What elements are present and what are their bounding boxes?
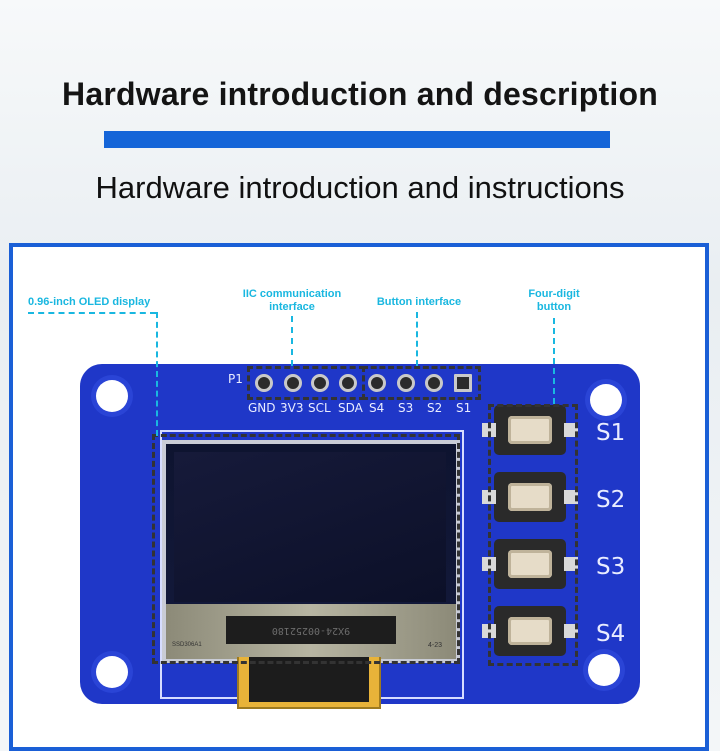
callout-iic-line2: interface — [269, 301, 315, 313]
oled-right-mark: 4-23 — [428, 642, 443, 649]
button-label-s4: S4 — [596, 621, 626, 647]
button-leg — [564, 490, 578, 504]
pin-scl — [311, 374, 329, 392]
header-label: P1 — [228, 372, 243, 386]
button-leg — [564, 624, 578, 638]
pin-label-gnd: GND — [248, 401, 276, 415]
oled-display: 9X24-00252180 SSD306A1 4-23 — [162, 440, 460, 663]
callout-iic-leader — [291, 316, 293, 366]
pin-label-s4: S4 — [369, 401, 385, 415]
callout-iic: IIC communication interface — [228, 288, 356, 314]
button-cap — [508, 416, 552, 444]
tactile-button-s4[interactable] — [482, 606, 578, 656]
button-label-s2: S2 — [596, 487, 626, 513]
pin-label-3v3: 3V3 — [280, 401, 304, 415]
button-leg — [564, 423, 578, 437]
oled-screen — [174, 452, 446, 602]
button-cap — [508, 550, 552, 578]
oled-ribbon-cable — [237, 657, 381, 709]
button-cap — [508, 483, 552, 511]
pin-s1 — [454, 374, 472, 392]
title-underline-bar — [104, 131, 610, 148]
callout-button-interface: Button interface — [376, 296, 462, 308]
pin-label-s1: S1 — [456, 401, 472, 415]
mount-hole-top-left — [96, 380, 128, 412]
page-subtitle: Hardware introduction and instructions — [95, 170, 625, 205]
button-pins-highlight — [362, 366, 481, 400]
mount-hole-bottom-left — [96, 656, 128, 688]
oled-left-mark: SSD306A1 — [172, 642, 202, 648]
pin-label-s2: S2 — [427, 401, 443, 415]
pin-sda — [339, 374, 357, 392]
button-leg — [564, 557, 578, 571]
pin-gnd — [255, 374, 273, 392]
callout-oled-leader — [156, 312, 158, 436]
callout-four-digit-leader — [553, 318, 555, 404]
iic-pins-highlight — [247, 366, 365, 400]
button-label-s3: S3 — [596, 554, 626, 580]
button-label-s1: S1 — [596, 420, 626, 446]
callout-four-digit-line2: button — [536, 301, 572, 313]
pin-s3 — [397, 374, 415, 392]
buttons-highlight — [488, 404, 578, 666]
mount-hole-bottom-right — [588, 654, 620, 686]
callout-oled-leader-horizontal — [28, 312, 156, 314]
pin-s4 — [368, 374, 386, 392]
page-title: Hardware introduction and description — [62, 76, 658, 112]
button-cap — [508, 617, 552, 645]
tactile-button-s3[interactable] — [482, 539, 578, 589]
mount-hole-top-right — [590, 384, 622, 416]
oled-glass-edge: 9X24-00252180 SSD306A1 4-23 — [166, 604, 456, 659]
pin-3v3 — [284, 374, 302, 392]
callout-four-digit-line1: Four-digit — [528, 288, 580, 300]
callout-four-digit-button: Four-digit button — [512, 288, 596, 314]
tactile-button-s2[interactable] — [482, 472, 578, 522]
tactile-button-s1[interactable] — [482, 405, 578, 455]
pin-label-sda: SDA — [338, 401, 363, 415]
oled-highlight — [152, 434, 460, 664]
pin-label-s3: S3 — [398, 401, 414, 415]
ribbon-cable-core — [249, 657, 369, 702]
callout-oled-display: 0.96-inch OLED display — [28, 296, 151, 308]
pin-s2 — [425, 374, 443, 392]
pin-label-scl: SCL — [308, 401, 331, 415]
callout-iic-line1: IIC communication — [242, 288, 342, 300]
callout-button-interface-leader — [416, 312, 418, 366]
